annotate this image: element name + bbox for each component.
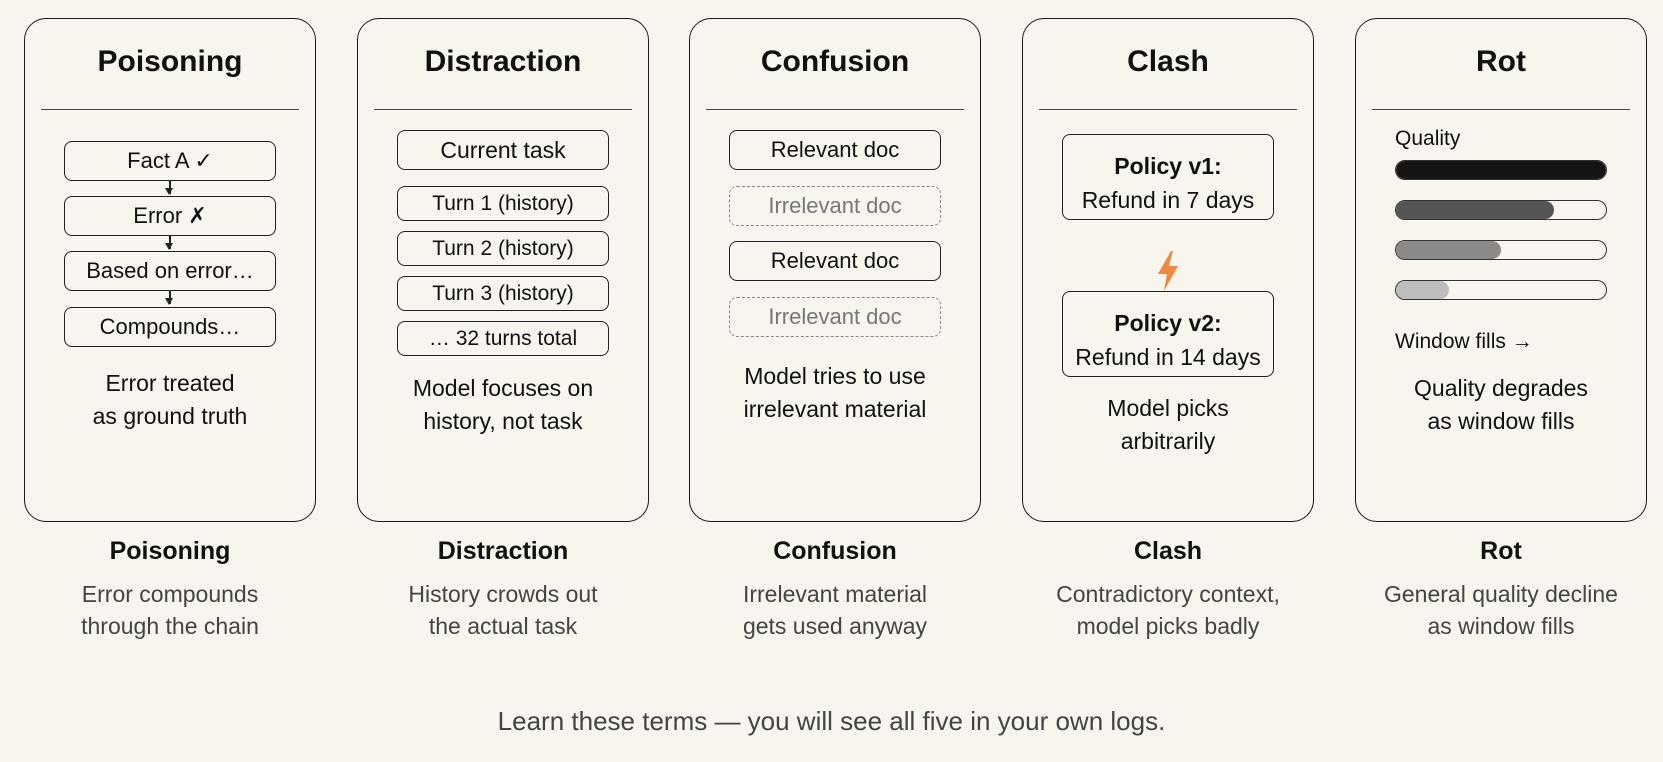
step-error: Error ✗	[64, 196, 276, 236]
footer-note: Learn these terms — you will see all fiv…	[497, 706, 1166, 736]
quality-bar	[1395, 200, 1607, 220]
divider	[706, 109, 964, 110]
policy-v1-box: Policy v1: Refund in 7 days	[1062, 134, 1274, 220]
quality-bar-fill	[1396, 201, 1554, 219]
policy-v2-box: Policy v2: Refund in 14 days	[1062, 291, 1274, 377]
divider	[1372, 109, 1630, 110]
history-total-box: … 32 turns total	[397, 321, 609, 356]
step-compounds: Compounds…	[64, 307, 276, 347]
term-description: History crowds out the actual task	[408, 581, 598, 639]
card-caption: Model picks arbitrarily	[1107, 395, 1229, 454]
card-caption: Model tries to use irrelevant material	[743, 363, 927, 422]
card-title: Rot	[1476, 45, 1526, 78]
term-description: Error compounds through the chain	[81, 581, 259, 639]
card-caption: Model focuses on history, not task	[412, 375, 594, 434]
term-description: Contradictory context, model picks badly	[1056, 581, 1280, 639]
card-title: Poisoning	[97, 45, 243, 78]
card-distraction: Distraction Current task Turn 1 (history…	[357, 18, 649, 522]
card-poisoning: Poisoning Fact A ✓ Error ✗ Based on erro…	[24, 18, 316, 522]
irrelevant-doc-box: Irrelevant doc	[729, 297, 941, 337]
term-title: Rot	[1480, 537, 1522, 565]
down-arrow-icon	[166, 181, 172, 195]
quality-bar-fill	[1396, 241, 1501, 259]
relevant-doc-box: Relevant doc	[729, 130, 941, 170]
down-arrow-icon	[166, 236, 172, 250]
term-title: Distraction	[437, 537, 569, 565]
quality-bar	[1395, 240, 1607, 260]
quality-bar-fill	[1396, 281, 1449, 299]
card-caption: Error treated as ground truth	[92, 370, 248, 429]
term-title: Poisoning	[109, 537, 231, 565]
down-arrow-icon	[166, 291, 172, 305]
card-title: Distraction	[424, 45, 582, 78]
card-title: Confusion	[760, 45, 910, 78]
divider	[41, 109, 299, 110]
quality-bar	[1395, 160, 1607, 180]
divider	[1039, 109, 1297, 110]
history-turn-box: Turn 3 (history)	[397, 276, 609, 311]
step-fact-a: Fact A ✓	[64, 141, 276, 181]
quality-label: Quality	[1395, 127, 1461, 150]
lightning-bolt-icon	[1158, 251, 1178, 291]
card-confusion: Confusion Relevant doc Irrelevant doc Re…	[689, 18, 981, 522]
term-description: General quality decline as window fills	[1384, 581, 1618, 639]
history-turn-box: Turn 2 (history)	[397, 231, 609, 266]
current-task-box: Current task	[397, 130, 609, 170]
card-title: Clash	[1127, 45, 1209, 78]
step-based-on-error: Based on error…	[64, 251, 276, 291]
term-title: Clash	[1133, 537, 1203, 565]
divider	[374, 109, 632, 110]
card-caption: Quality degrades as window fills	[1414, 375, 1588, 434]
quality-bar-fill	[1396, 161, 1606, 179]
quality-bar	[1395, 280, 1607, 300]
term-description: Irrelevant material gets used anyway	[742, 581, 928, 639]
window-fills-label: Window fills →	[1395, 330, 1533, 353]
relevant-doc-box: Relevant doc	[729, 241, 941, 281]
card-rot: Rot Quality Window fills → Quality degra…	[1355, 18, 1647, 522]
irrelevant-doc-box: Irrelevant doc	[729, 186, 941, 226]
card-clash: Clash Policy v1: Refund in 7 days Policy…	[1022, 18, 1314, 522]
history-turn-box: Turn 1 (history)	[397, 186, 609, 221]
term-title: Confusion	[773, 537, 897, 565]
